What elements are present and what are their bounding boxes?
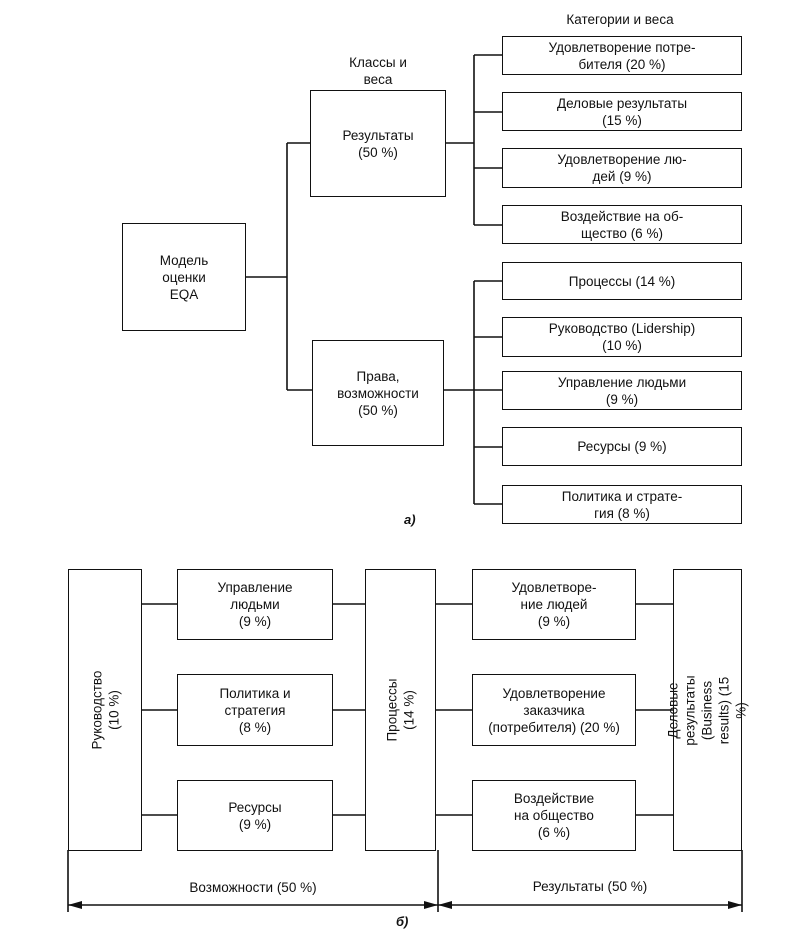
result-impact-on-society: Воздействие на общество (6 %) [472,780,636,851]
span-enablers-label: Возможности (50 %) [189,880,317,895]
caption-a: а) [404,512,416,527]
category-label: Политика и страте- гия (8 %) [561,488,683,521]
header-classes: Классы и веса [349,55,407,87]
business-results-box: Деловые результаты (Business results) (1… [666,569,749,851]
enabler-policy-strategy: Политика и стратегия (8 %) [177,674,333,746]
category-policy-strategy: Политика и страте- гия (8 %) [502,485,742,524]
leadership-box: Руководство (10 %) [68,569,142,851]
result-people-satisfaction: Удовлетворе- ние людей (9 %) [472,569,636,640]
class-results-box: Результаты (50 %) [310,90,446,197]
class-enablers-label: Права, возможности (50 %) [337,368,419,418]
enabler-label: Управление людьми (9 %) [217,580,293,629]
result-customer-satisfaction: Удовлетворение заказчика (потребителя) (… [472,674,636,746]
category-label: Управление людьми (9 %) [557,374,687,407]
enabler-label: Политика и стратегия (8 %) [219,685,291,735]
root-model-label: Модель оценки EQA [159,252,209,302]
category-impact-on-society: Воздействие на об- щество (6 %) [502,205,742,244]
business-results-label: Деловые результаты (Business results) (1… [666,674,750,746]
enabler-people-management: Управление людьми (9 %) [177,569,333,640]
result-label: Удовлетворение заказчика (потребителя) (… [488,685,620,735]
processes-label: Процессы (14 %) [384,678,417,742]
category-leadership: Руководство (Lidership) (10 %) [502,317,742,357]
class-enablers-box: Права, возможности (50 %) [312,340,444,446]
category-label: Ресурсы (9 %) [577,439,667,454]
enabler-resources: Ресурсы (9 %) [177,780,333,851]
category-label: Удовлетворение потре- бителя (20 %) [548,39,696,72]
leadership-label: Руководство (10 %) [89,670,122,750]
category-label: Деловые результаты (15 %) [556,95,688,128]
category-processes: Процессы (14 %) [502,262,742,300]
result-label: Удовлетворе- ние людей (9 %) [511,580,597,629]
category-label: Удовлетворение лю- дей (9 %) [557,152,687,184]
category-business-results: Деловые результаты (15 %) [502,92,742,131]
category-label: Руководство (Lidership) (10 %) [548,321,696,353]
caption-b: б) [396,914,409,929]
root-model-box: Модель оценки EQA [122,223,246,331]
header-categories: Категории и веса [566,12,674,27]
category-label: Процессы (14 %) [568,273,676,289]
category-people-satisfaction: Удовлетворение лю- дей (9 %) [502,148,742,188]
processes-box: Процессы (14 %) [365,569,436,851]
category-resources: Ресурсы (9 %) [502,427,742,466]
class-results-label: Результаты (50 %) [342,127,414,160]
enabler-label: Ресурсы (9 %) [228,799,282,832]
category-label: Воздействие на об- щество (6 %) [560,208,684,241]
span-results-label: Результаты (50 %) [532,879,648,894]
category-customer-satisfaction: Удовлетворение потре- бителя (20 %) [502,36,742,75]
category-people-management: Управление людьми (9 %) [502,371,742,410]
result-label: Воздействие на общество (6 %) [513,791,595,840]
